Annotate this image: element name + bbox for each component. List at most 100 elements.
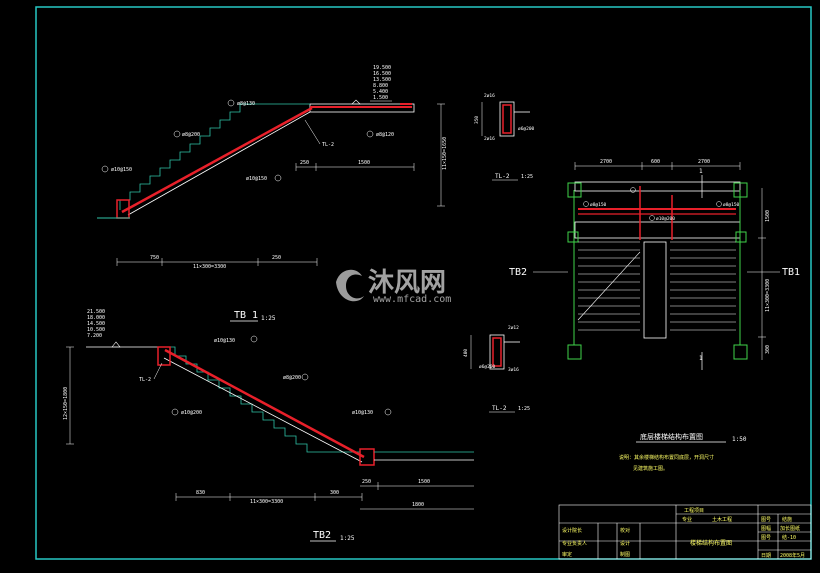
tb2-scale: 1:25 <box>340 535 355 542</box>
tb1-level: 16.500 <box>373 71 391 77</box>
tl2-bottom-height: 400 <box>463 349 469 357</box>
tb1-bar-label: ø10@150 <box>111 167 132 173</box>
tl2-top-label: TL-2 <box>495 173 510 180</box>
tb1-dims: 250 1500 750 11×300=3300 250 11×150=1650 <box>116 103 448 270</box>
tb2-levels: 21.500 18.000 14.500 10.500 7.200 <box>87 309 105 339</box>
tb1-bar-tag <box>274 174 282 182</box>
plan-column <box>733 344 748 360</box>
tb2-tl-leader <box>153 362 163 380</box>
tb2-bar-label: ø10@200 <box>181 410 202 416</box>
plan-dim-text: 11×300=3300 <box>765 279 771 312</box>
drawing-frame <box>35 6 812 560</box>
tb2-stair-steps <box>164 346 360 453</box>
tb2-section: 21.500 18.000 14.500 10.500 7.200 ø10@13… <box>63 309 474 542</box>
tb2-dims: 830 11×300=3300 300 250 1500 1800 12×150… <box>63 346 474 510</box>
tb-row-value: 设计 <box>620 540 630 547</box>
tb1-slab-soffit <box>127 111 311 216</box>
tl2-bottom-bar: 3ø16 <box>508 367 519 373</box>
tb1-leader <box>304 119 321 145</box>
tl2-bottom-bar: 2ø12 <box>508 325 519 331</box>
tb1-levels: 19.500 16.500 13.500 8.800 5.400 1.500 <box>373 65 391 101</box>
plan-flights <box>578 241 736 331</box>
plan-tag-circle <box>716 201 722 207</box>
tb1-bar-label: ø8@200 <box>182 132 200 138</box>
tb1-level: 1.500 <box>373 95 388 101</box>
watermark-logo-icon <box>336 269 364 302</box>
tb1-level: 13.500 <box>373 77 391 83</box>
tl2-bottom-stirrup <box>492 337 502 367</box>
tb2-level: 14.500 <box>87 321 105 327</box>
plan-section-mark: 1 <box>699 168 703 175</box>
tb2-bar-tag <box>250 335 258 343</box>
tl2-bottom-section: 2ø12 3ø16 ø6@200 400 TL-2 1:25 <box>463 325 530 413</box>
tb2-main-rebar <box>164 348 365 459</box>
tb-major-label: 专业 <box>682 516 692 523</box>
plan-note: 见建筑施工图。 <box>633 465 668 472</box>
tb2-level: 10.500 <box>87 327 105 333</box>
tl2-bottom-scale: 1:25 <box>518 406 530 412</box>
tl2-top-bar: ø6@200 <box>518 126 535 132</box>
plan-section-mark: 1 <box>699 355 703 362</box>
plan-scale: 1:50 <box>732 436 747 443</box>
tb2-bar-label: ø10@130 <box>352 410 373 416</box>
watermark: 沐风网 www.mfcad.com <box>336 268 451 305</box>
tl2-top-beam <box>499 101 515 137</box>
plan-tag-circle <box>630 187 636 193</box>
tb2-level: 7.200 <box>87 333 102 339</box>
tb1-bar-tag <box>227 99 235 107</box>
title-block <box>558 504 812 560</box>
tl2-top-scale: 1:25 <box>521 174 533 180</box>
tb1-section: 19.500 16.500 13.500 8.800 5.400 1.500 ø… <box>97 65 448 322</box>
tb1-main-rebar <box>121 106 313 214</box>
tl2-top-bar: 2ø16 <box>484 136 495 142</box>
tb2-level: 18.000 <box>87 315 105 321</box>
tb1-bar-label: ø8@120 <box>376 132 394 138</box>
tb1-bar-labels: ø8@130 ø8@200 ø10@150 ø10@150 ø8@120 TL-… <box>101 99 394 182</box>
tb2-dim-text: 1800 <box>412 502 424 508</box>
tb1-dim-text: 750 <box>150 255 159 261</box>
tb-project-label: 工程项目 <box>684 507 704 514</box>
plan-column <box>567 344 582 360</box>
plan-dim-text: 300 <box>765 345 771 354</box>
plan-column <box>567 231 579 243</box>
tb2-dim-text: 250 <box>362 479 371 485</box>
tb2-level: 21.500 <box>87 309 105 315</box>
tb2-dim-text: 11×300=3300 <box>250 499 283 505</box>
plan-left-label: TB2 <box>509 267 527 278</box>
tb1-label: TB 1 <box>234 310 258 321</box>
tb1-bar-tag <box>366 130 374 138</box>
tb2-bottom-beam <box>359 448 375 466</box>
plan-top-beam <box>574 181 741 192</box>
tb2-bar-labels: ø10@130 ø8@200 ø10@200 ø10@130 TL-2 <box>139 335 392 416</box>
tb2-top-beam <box>157 346 171 366</box>
plan-diagonal <box>577 251 641 321</box>
plan-tag-text: ø8@150 <box>590 202 607 208</box>
tl2-top-bar: 2ø16 <box>484 93 495 99</box>
plan-column <box>735 231 747 243</box>
tb2-bar-tag <box>384 408 392 416</box>
plan-right-label: TB1 <box>782 267 800 278</box>
tb-row-label: 专业负责人 <box>562 540 587 547</box>
tl2-top-section: 2ø16 2ø16 ø6@200 350 TL-2 1:25 <box>474 93 535 181</box>
tb-sheet-no-label: 图号 <box>761 535 771 541</box>
tb2-dim-text: 300 <box>330 490 339 496</box>
tb1-level: 19.500 <box>373 65 391 71</box>
tb1-bar-tag <box>101 165 109 173</box>
tb2-dim-text: 1500 <box>418 479 430 485</box>
tb-row-label: 设计院长 <box>562 527 582 534</box>
plan-tag-text: ø10@200 <box>656 216 675 222</box>
tb2-height-dim: 12×150=1800 <box>63 387 69 420</box>
tb-row-value: 校对 <box>620 527 630 534</box>
tb2-label: TB2 <box>313 530 331 541</box>
tb1-bar-tag <box>173 130 181 138</box>
plan-dim-text: 2700 <box>698 159 710 165</box>
tb2-bar-label: ø8@200 <box>283 375 301 381</box>
tl2-top-height: 350 <box>474 116 480 124</box>
tb-sheet-label: 图幅 <box>761 525 771 532</box>
tb-drawing-title: 楼梯结构布置图 <box>690 539 732 547</box>
tb-sheet-value: 加长图纸 <box>780 525 800 532</box>
plan-dim-text: 600 <box>651 159 660 165</box>
plan-top-dims: 2700 600 2700 <box>574 159 741 170</box>
plan-tag-text: ø8@150 <box>723 202 740 208</box>
